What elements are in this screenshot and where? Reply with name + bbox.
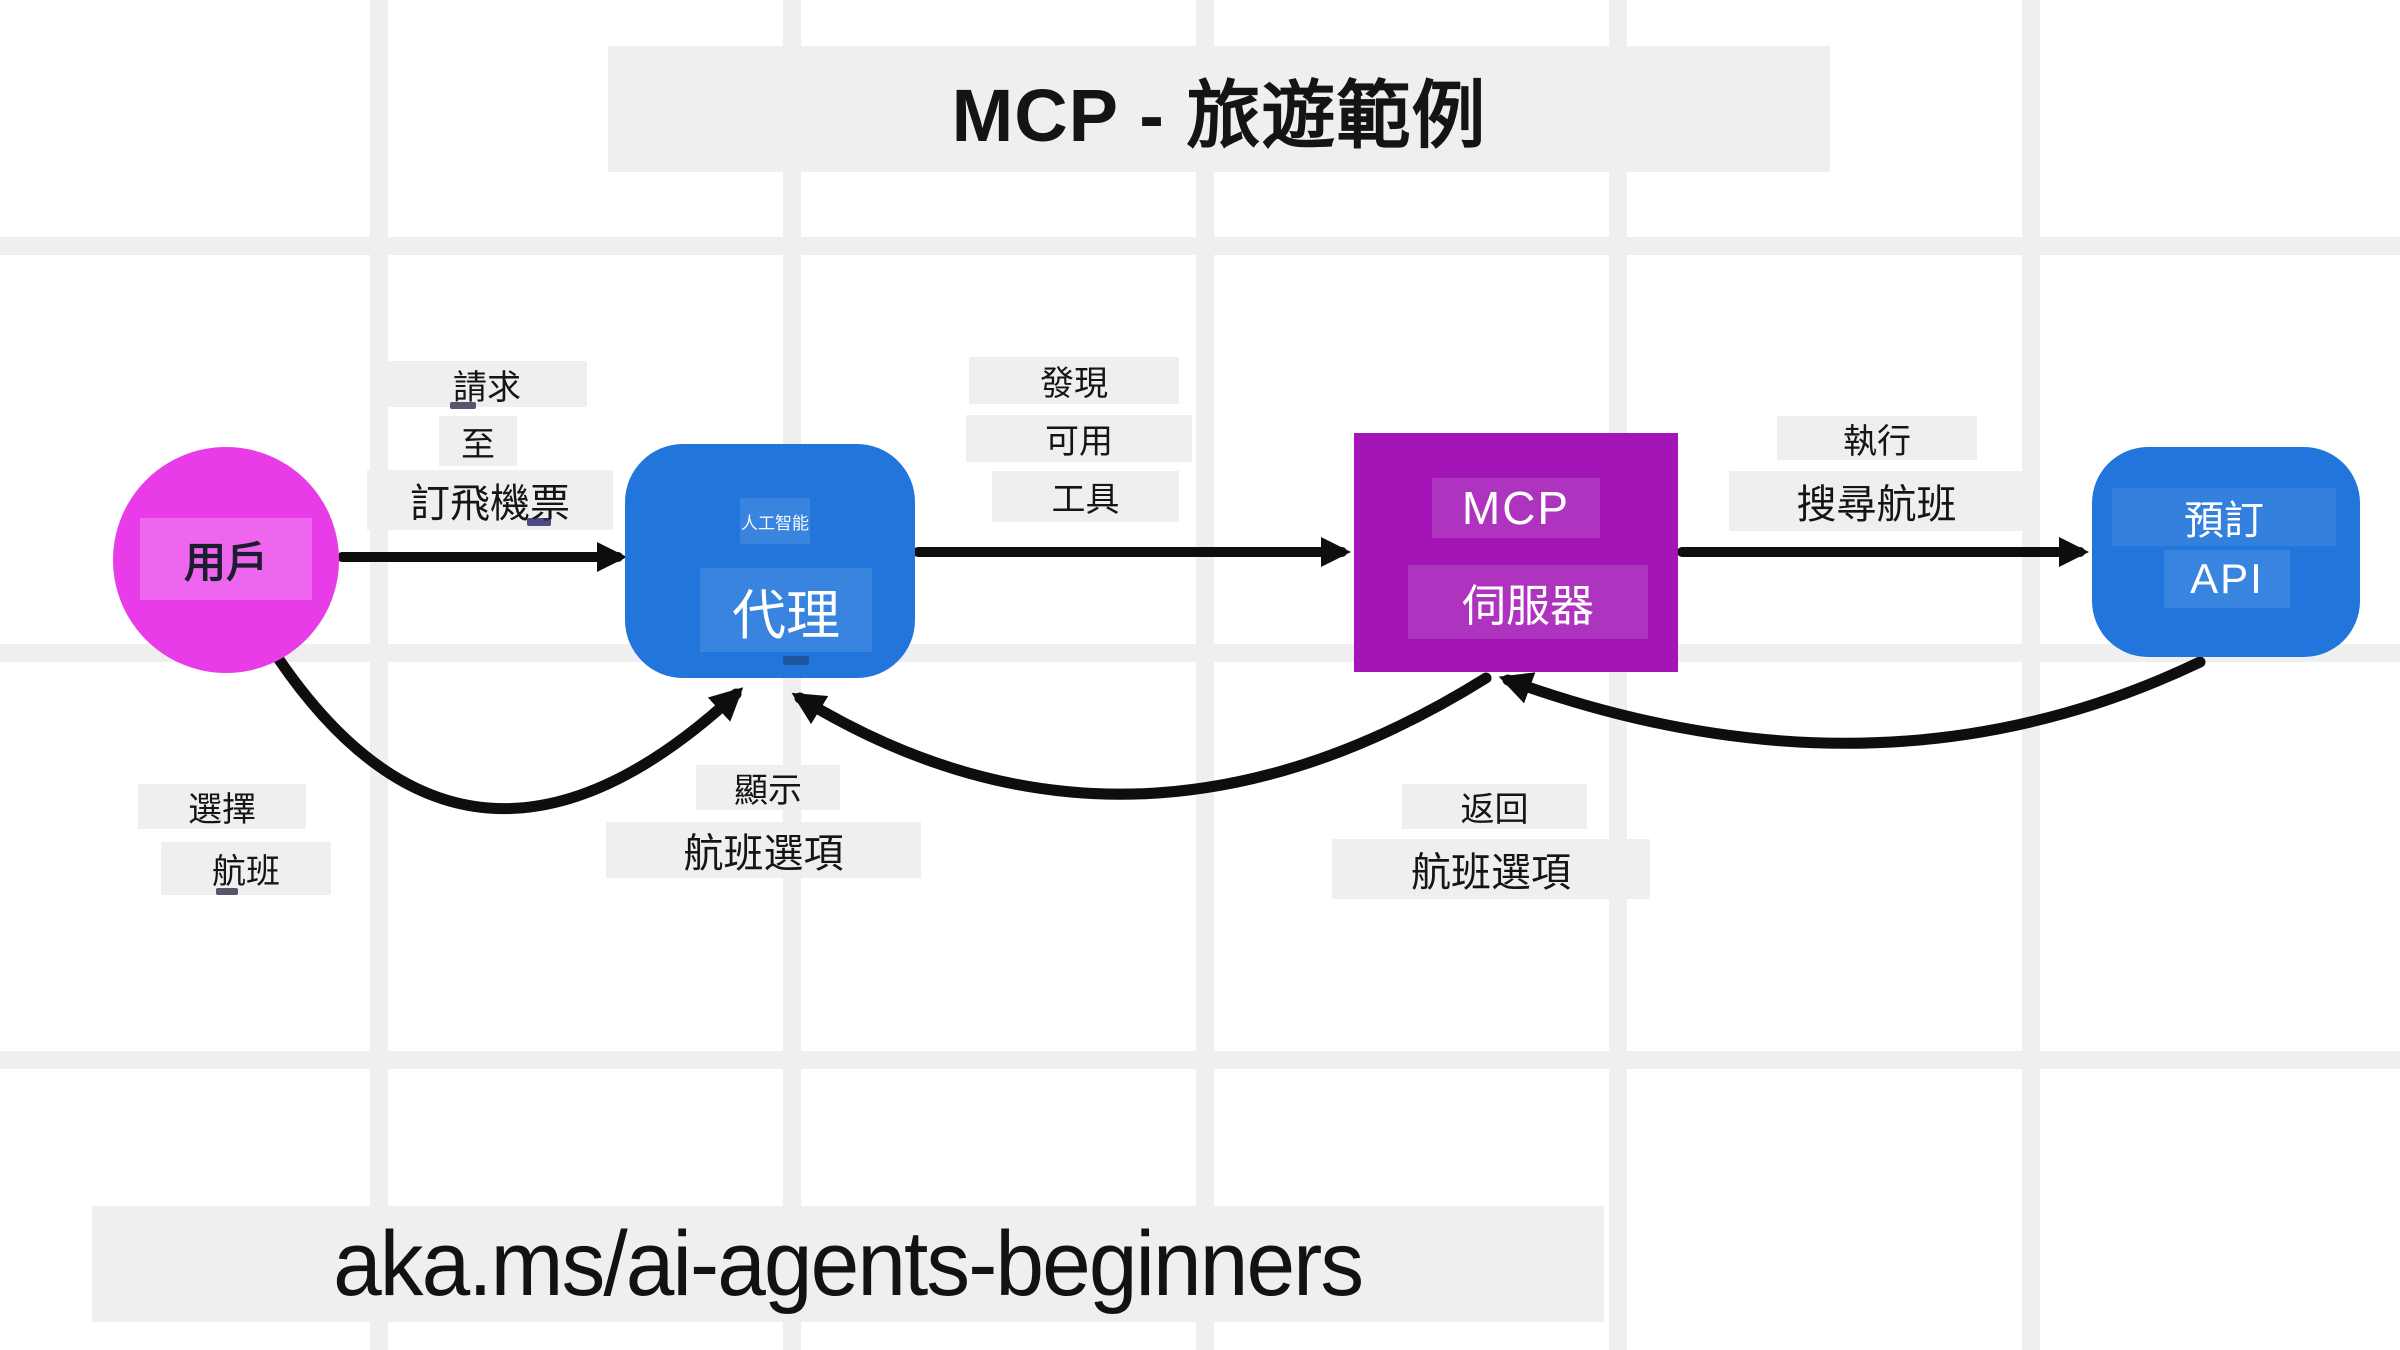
- edge-label-display-line2: 航班選項: [606, 822, 921, 878]
- edge-label-select-line2: 航班: [161, 842, 331, 895]
- arrow-user-select-flight: [272, 652, 744, 815]
- node-booking-api-line1: 預訂: [2184, 499, 2264, 543]
- artifact-dash: [216, 888, 238, 895]
- edge-label-request-line1: 請求: [387, 361, 587, 407]
- node-mcp-server: [1354, 433, 1678, 672]
- edge-label-select-line1: 選擇: [138, 784, 306, 829]
- diagram-title-box: MCP - 旅遊範例: [608, 46, 1830, 172]
- diagram-title: MCP - 旅遊範例: [951, 73, 1487, 157]
- node-ai-agent-label: 代理: [732, 585, 840, 646]
- artifact-dash: [783, 656, 809, 665]
- footer-url: aka.ms/ai-agents-beginners: [333, 1212, 1364, 1315]
- node-booking-api: [2092, 447, 2360, 657]
- node-booking-api-line2-band: API: [2164, 550, 2290, 608]
- artifact-dash: [450, 402, 476, 409]
- arrow-api-return-to-mcp: [1498, 656, 2206, 749]
- edge-label-display-line1: 顯示: [696, 765, 840, 810]
- edge-label-discover-line2: 可用: [966, 415, 1192, 462]
- edge-label-discover-line3: 工具: [992, 471, 1179, 522]
- node-ai-agent-sublabel-band: 人工智能: [740, 498, 810, 544]
- edge-label-return-line1: 返回: [1402, 784, 1587, 829]
- node-booking-api-line2: API: [2190, 555, 2264, 602]
- edge-label-discover-line1: 發現: [969, 357, 1179, 404]
- footer-url-box: aka.ms/ai-agents-beginners: [92, 1206, 1604, 1322]
- edge-label-request-line2: 至: [439, 416, 517, 466]
- edge-label-execute-line2: 搜尋航班: [1729, 471, 2024, 531]
- node-mcp-server-line1: MCP: [1461, 482, 1571, 534]
- edge-label-request-line3: 訂飛機票: [367, 470, 613, 530]
- node-mcp-server-line2-band: 伺服器: [1408, 565, 1648, 639]
- arrow-mcp-return-to-agent: [791, 672, 1492, 800]
- node-mcp-server-line2: 伺服器: [1462, 582, 1594, 631]
- edge-label-execute-line1: 執行: [1777, 416, 1977, 461]
- node-user-label-band: 用戶: [140, 518, 312, 600]
- node-user: [113, 447, 339, 673]
- node-ai-agent: [625, 444, 915, 678]
- node-ai-agent-sublabel: 人工智能: [741, 513, 809, 533]
- node-user-label: 用戶: [183, 538, 268, 586]
- edge-label-return-line2: 航班選項: [1332, 839, 1650, 899]
- node-mcp-server-line1-band: MCP: [1432, 478, 1600, 538]
- artifact-dash: [527, 518, 551, 526]
- node-booking-api-line1-band: 預訂: [2112, 488, 2336, 546]
- node-ai-agent-label-band: 代理: [700, 568, 872, 652]
